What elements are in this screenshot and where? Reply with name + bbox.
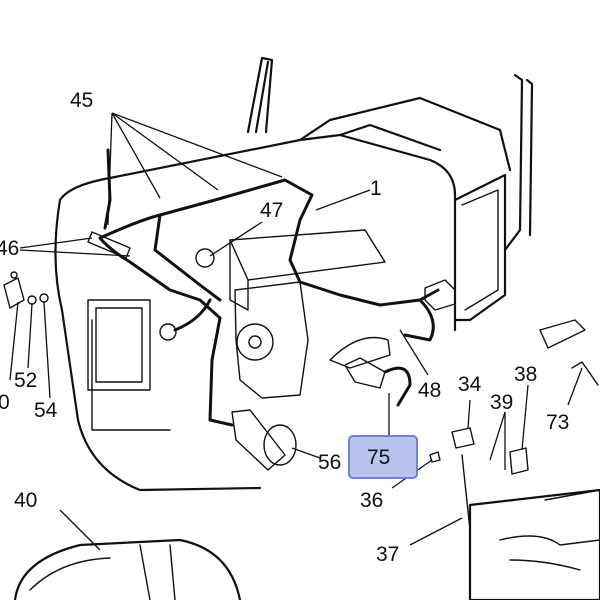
harness-plug (424, 279, 456, 311)
callout-40: 40 (14, 489, 38, 512)
left-small-parts (3, 271, 49, 309)
callout-46: 46 (0, 237, 20, 260)
callout-47: 47 (260, 199, 284, 222)
right-small-parts (429, 319, 599, 475)
lower-right-assembly (461, 454, 600, 600)
dash-console (54, 96, 512, 492)
callout-45: 45 (70, 89, 94, 112)
callout-52: 52 (14, 369, 38, 392)
part-56-bracket (231, 409, 297, 471)
callout-54: 54 (34, 399, 58, 422)
callout-48: 48 (418, 379, 442, 402)
callout-75-highlight (348, 435, 418, 479)
wiring-harness (87, 148, 440, 427)
callout-1: 1 (370, 177, 382, 200)
callout-36: 36 (360, 489, 384, 512)
callout-38: 38 (514, 363, 538, 386)
callout-73: 73 (546, 411, 570, 434)
part-75-sender (344, 357, 412, 407)
callout-56: 56 (318, 451, 342, 474)
relay-block (229, 229, 391, 399)
callout-50: 0 (0, 391, 10, 414)
callout-75: 75 (367, 446, 391, 469)
callout-39: 39 (490, 391, 514, 414)
part-40-cover (13, 538, 242, 600)
callout-34: 34 (458, 373, 482, 396)
steering-column (246, 56, 534, 252)
callout-37: 37 (376, 543, 400, 566)
